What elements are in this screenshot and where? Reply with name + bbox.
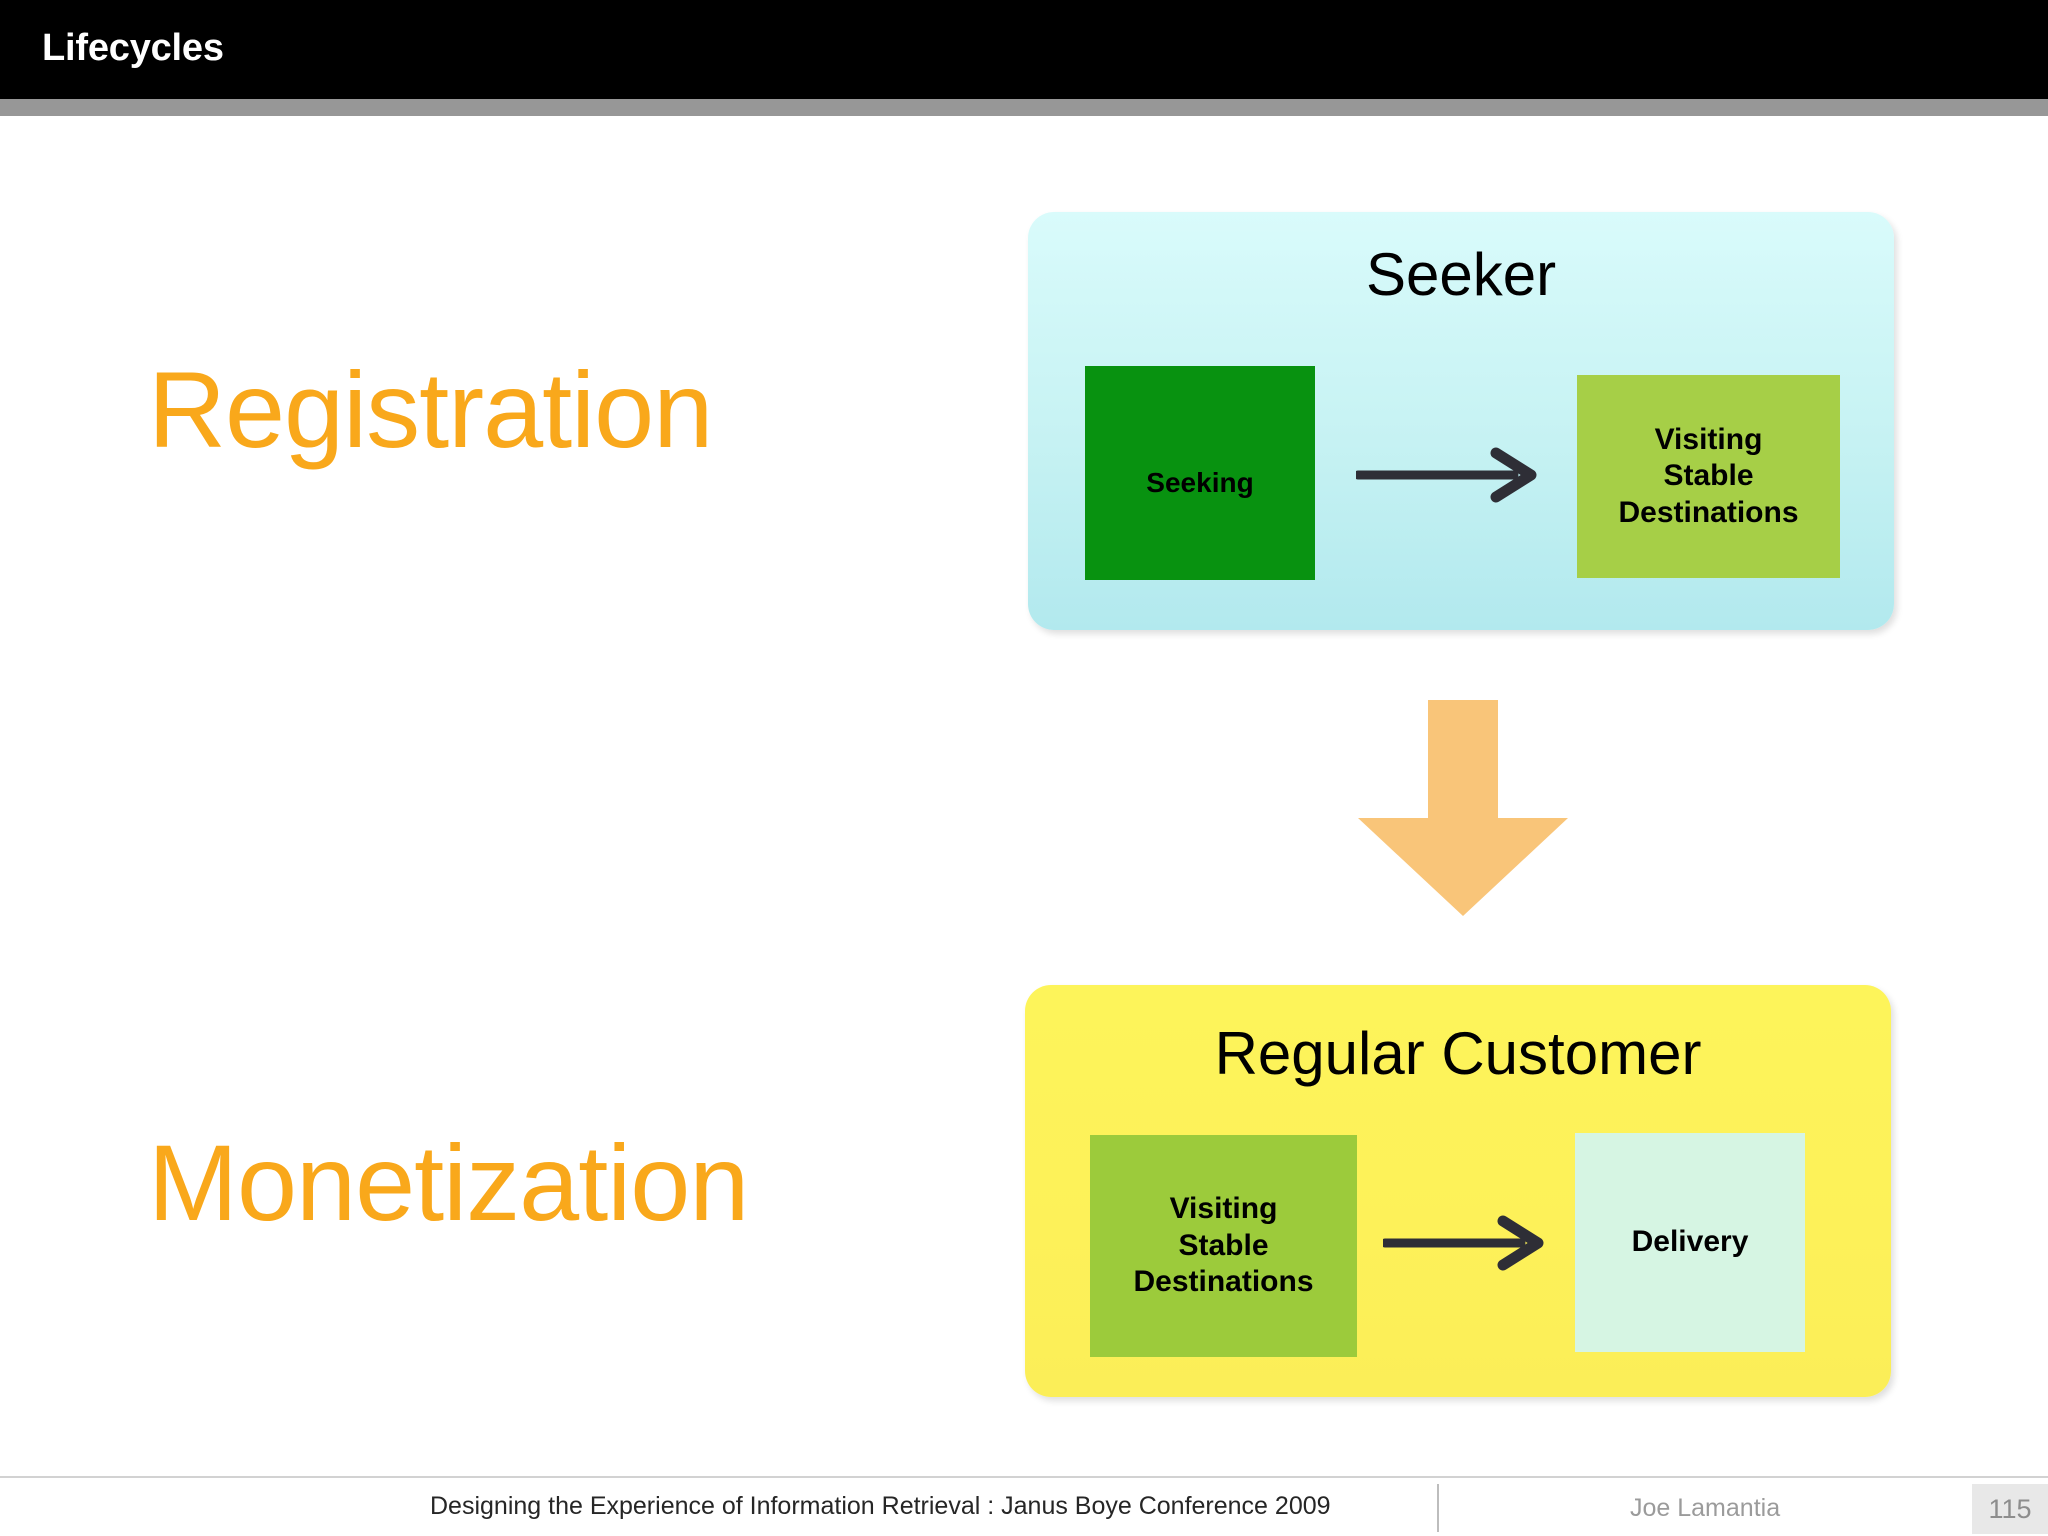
node-visiting-stable-destinations-customer: Visiting Stable Destinations <box>1090 1135 1357 1357</box>
node-vsd-customer-line3: Destinations <box>1133 1265 1314 1299</box>
footer-divider-line <box>0 1476 2048 1478</box>
footer-author: Joe Lamantia <box>1630 1494 1781 1522</box>
page-number-badge: 115 <box>1972 1484 2048 1534</box>
down-arrow-icon <box>1358 700 1568 916</box>
node-visiting-stable-destinations-seeker: Visiting Stable Destinations <box>1577 375 1840 578</box>
header-divider <box>0 99 2048 116</box>
node-vsd-seeker-line2: Stable <box>1663 459 1754 493</box>
node-vsd-seeker-label: Visiting Stable Destinations <box>1618 422 1798 532</box>
stage-label-monetization: Monetization <box>148 1122 749 1243</box>
flow-arrow-seeker <box>1353 445 1546 505</box>
node-delivery-label: Delivery <box>1631 1225 1749 1259</box>
footer-vertical-divider <box>1437 1484 1439 1532</box>
node-vsd-customer-line1: Visiting <box>1169 1192 1278 1226</box>
panel-seeker-heading: Seeker <box>1365 241 1557 308</box>
panel-seeker: Seeker Seeking Visiting Stable Destinati… <box>1028 212 1894 630</box>
node-seeking-label: Seeking <box>1146 466 1254 498</box>
connector-down-arrow <box>1355 700 1571 918</box>
node-vsd-seeker-line3: Destinations <box>1618 495 1799 529</box>
node-vsd-customer-line2: Stable <box>1178 1228 1269 1262</box>
page-title: Lifecycles <box>42 27 224 69</box>
right-arrow-icon <box>1353 447 1537 503</box>
flow-arrow-customer <box>1380 1213 1553 1273</box>
footer: Designing the Experience of Information … <box>0 1478 2048 1536</box>
panel-regular-customer: Regular Customer Visiting Stable Destina… <box>1025 985 1891 1397</box>
node-vsd-seeker-line1: Visiting <box>1654 422 1763 456</box>
right-arrow-icon <box>1380 1215 1544 1271</box>
stage-label-registration: Registration <box>148 349 713 470</box>
node-delivery: Delivery <box>1575 1133 1805 1352</box>
node-vsd-customer-label: Visiting Stable Destinations <box>1133 1191 1313 1301</box>
node-seeking: Seeking <box>1085 366 1315 580</box>
panel-regular-customer-heading: Regular Customer <box>1214 1020 1702 1087</box>
footer-title: Designing the Experience of Information … <box>430 1492 1331 1520</box>
header-bar <box>0 0 2048 99</box>
